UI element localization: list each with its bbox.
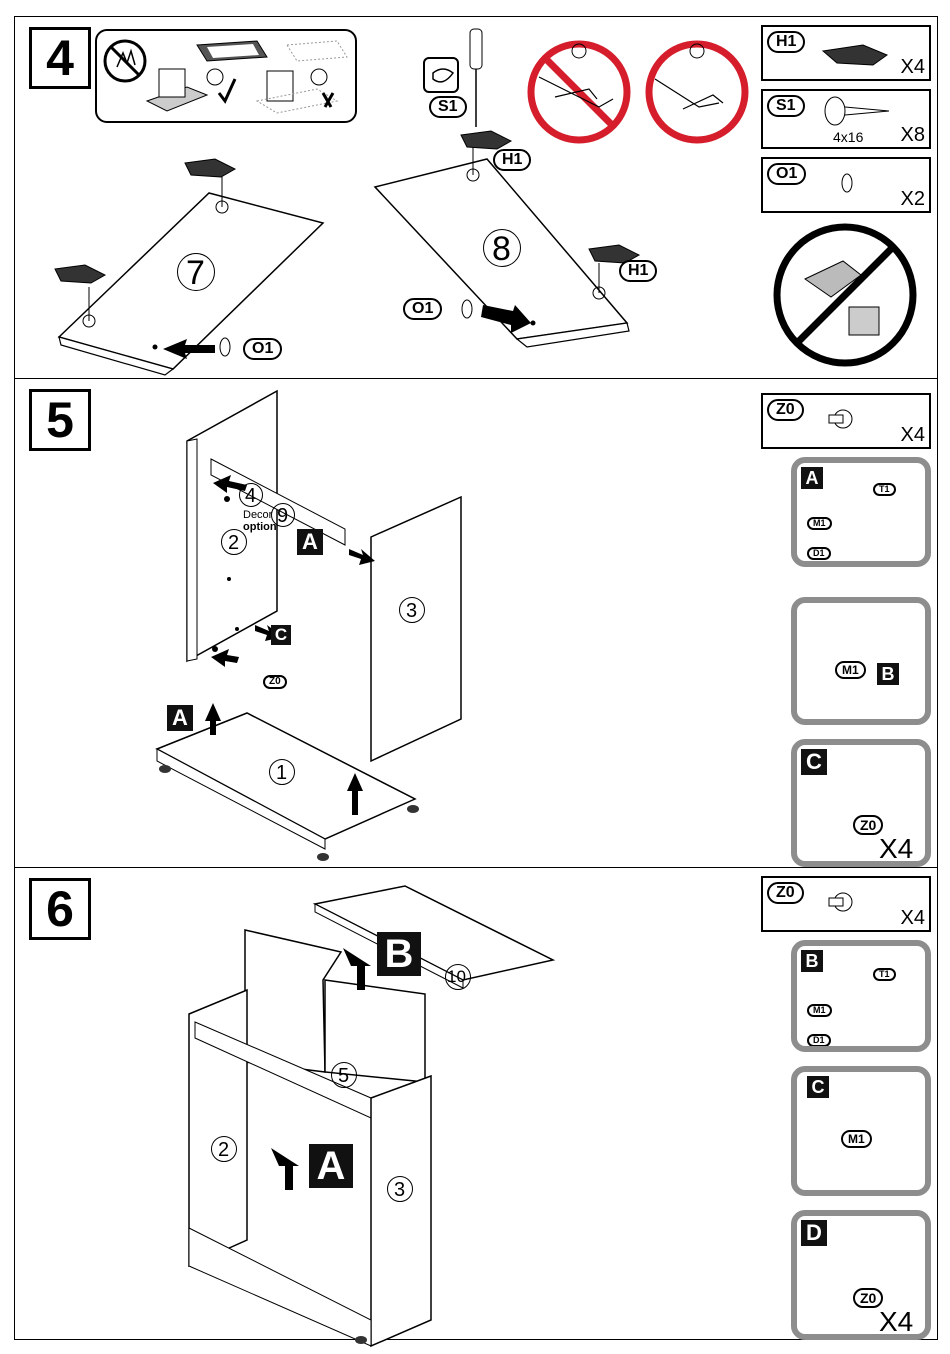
panel-number-1: 1: [269, 759, 295, 785]
mark-c: C: [271, 625, 291, 645]
step-4: 4: [15, 17, 937, 378]
panel-number-4: 4: [239, 483, 263, 507]
mark-z0: Z0: [263, 675, 287, 689]
part-o1: O1 X2: [761, 157, 931, 213]
panel-number-2: 2: [221, 529, 247, 555]
decor-label: Decor: [243, 509, 272, 521]
inset-b-letter: B: [877, 663, 899, 685]
inset-b: B M1: [791, 597, 931, 725]
inset-a: A T1 M1 D1: [791, 457, 931, 567]
part-h1: H1 X4: [761, 25, 931, 81]
screw-icon-box: [423, 57, 459, 93]
panel-number-2: 2: [211, 1136, 237, 1162]
panel-number-7: 7: [177, 253, 215, 291]
panel-number-10: 10: [445, 964, 471, 990]
part-z0-qty: X4: [901, 907, 925, 930]
inset-b-t1: T1: [873, 968, 896, 981]
panel-number-5: 5: [331, 1062, 357, 1088]
step-6: 6 B A 10 5 2 3 Z0 X4 B T1 M1: [15, 867, 937, 1341]
mark-a-bottom: A: [167, 705, 193, 731]
label-h1-right: H1: [619, 260, 657, 282]
inset-b-m1: M1: [835, 661, 866, 679]
part-s1: S1 4x16 X8: [761, 89, 931, 149]
inset-a-letter: A: [801, 467, 823, 489]
instruction-page: 4: [14, 16, 938, 1340]
inset-c: C Z0 X4: [791, 739, 931, 867]
part-z0: Z0 X4: [761, 393, 931, 449]
step-5: 5 4 9 Decor option: [15, 378, 937, 867]
part-s1-size: 4x16: [833, 129, 863, 145]
inset-d-letter: D: [801, 1220, 827, 1246]
label-h1-top: H1: [493, 149, 531, 171]
label-o1-right: O1: [403, 298, 442, 320]
part-z0: Z0 X4: [761, 876, 931, 932]
inset-c: C M1: [791, 1066, 931, 1196]
part-o1-qty: X2: [901, 188, 925, 211]
option-label: option: [243, 521, 277, 533]
inset-d: D Z0 X4: [791, 1210, 931, 1340]
inset-c-qty: X4: [879, 833, 913, 865]
label-o1-left: O1: [243, 338, 282, 360]
inset-b-letter: B: [801, 950, 823, 972]
inset-b-m1: M1: [807, 1004, 832, 1017]
inset-c-m1: M1: [841, 1130, 872, 1148]
inset-c-letter: C: [807, 1076, 829, 1098]
panel-number-3: 3: [387, 1176, 413, 1202]
inset-a-m1: M1: [807, 517, 832, 530]
part-h1-qty: X4: [901, 56, 925, 79]
mark-a: A: [309, 1144, 353, 1188]
mark-b: B: [377, 932, 421, 976]
inset-c-letter: C: [801, 749, 827, 775]
inset-d-z0: Z0: [853, 1288, 883, 1308]
inset-c-z0: Z0: [853, 815, 883, 835]
inset-d-qty: X4: [879, 1306, 913, 1338]
panel-number-3: 3: [399, 597, 425, 623]
part-z0-qty: X4: [901, 424, 925, 447]
label-s1: S1: [429, 96, 467, 118]
panel-number-8: 8: [483, 229, 521, 267]
inset-a-t1: T1: [873, 483, 896, 496]
mark-a-rail: A: [297, 529, 323, 555]
part-s1-qty: X8: [901, 124, 925, 147]
inset-a-d1: D1: [807, 547, 831, 560]
inset-b-d1: D1: [807, 1034, 831, 1047]
inset-b: B T1 M1 D1: [791, 940, 931, 1052]
